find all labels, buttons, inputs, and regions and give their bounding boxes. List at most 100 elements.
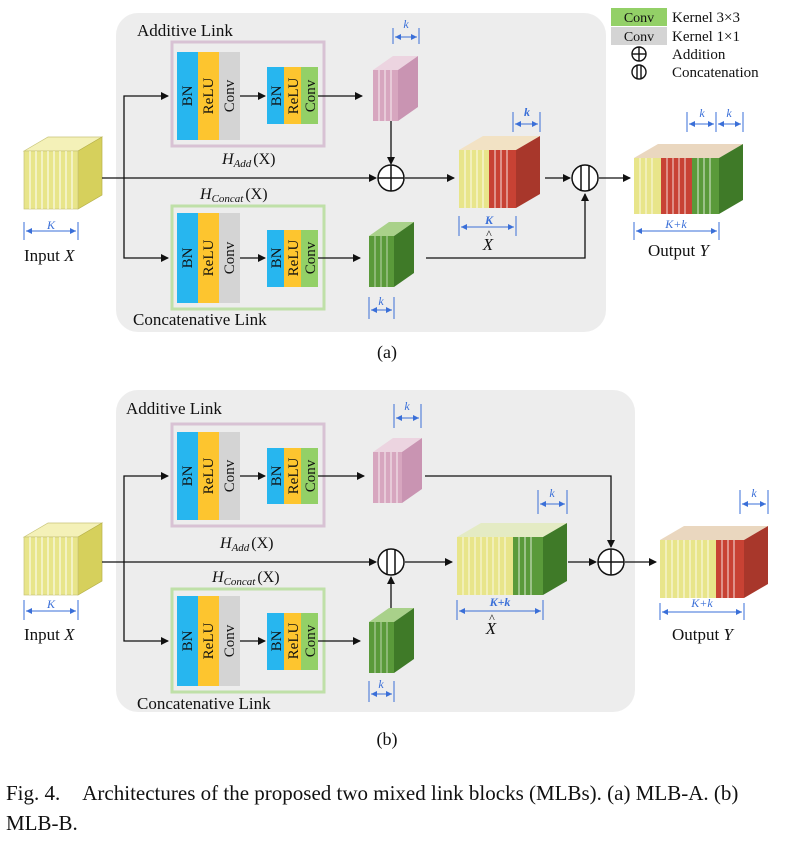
xhat-k-marker-b xyxy=(537,490,568,514)
concat-k-label-b: k xyxy=(378,677,384,691)
additive-link-box-b xyxy=(170,422,326,528)
additive-k-label-a: k xyxy=(403,17,409,31)
svg-text:BN: BN xyxy=(180,247,196,268)
addition-op-a xyxy=(377,164,405,192)
xhat-dim-marker-b xyxy=(456,600,544,620)
svg-text:BN: BN xyxy=(180,85,196,106)
additive-link-box-a xyxy=(170,40,326,148)
xhat-k-label-a: k xyxy=(524,105,530,119)
output-k-markers-a xyxy=(686,112,744,132)
output-k1-label-a: k xyxy=(699,106,705,120)
concatenative-link-label-a: Concatenative Link xyxy=(133,310,267,329)
svg-text:BN: BN xyxy=(180,630,196,651)
output-k-marker-b xyxy=(739,490,769,514)
svg-text:Conv: Conv xyxy=(303,459,319,492)
input-dim-label-b: K xyxy=(46,597,56,611)
input-dim-marker-a xyxy=(23,222,79,240)
panel-label-a: (a) xyxy=(377,342,397,363)
additive-feature-b xyxy=(373,438,422,503)
xhat-tensor-a xyxy=(459,136,540,208)
xhat-hat-a: ^ xyxy=(486,227,492,241)
svg-text:Conv: Conv xyxy=(303,79,319,112)
xhat-label-a: X xyxy=(482,235,494,254)
legend-conv3x3-box-label: Conv xyxy=(624,11,654,26)
legend-addition-label: Addition xyxy=(672,47,726,63)
additive-link-label-b: Additive Link xyxy=(126,399,222,418)
additive-k-marker-a xyxy=(392,28,420,44)
caption-text: Architectures of the proposed two mixed … xyxy=(6,781,739,835)
concat-bn-relu-conv1x1-a: BN ReLU Conv xyxy=(177,213,240,303)
concat-bn-relu-conv3x3-a: BN ReLU Conv xyxy=(267,230,319,287)
svg-text:Conv: Conv xyxy=(222,79,238,112)
svg-text:BN: BN xyxy=(269,247,285,268)
concat-k-label-a: k xyxy=(378,294,384,308)
xhat-label-b: X xyxy=(485,619,497,638)
concat-k-marker-b xyxy=(368,681,395,702)
input-tensor-b xyxy=(22,522,104,596)
concatenation-op-b xyxy=(377,548,405,576)
svg-text:Conv: Conv xyxy=(222,459,238,492)
h-concat-label-a: HConcat(X) xyxy=(199,186,268,205)
input-dim-marker-b xyxy=(23,600,79,620)
xhat-k-label-b: k xyxy=(549,486,555,500)
legend: Conv Kernel 3×3 Conv Kernel 1×1 Addition… xyxy=(611,8,759,81)
legend-conv1x1-swatch xyxy=(611,27,667,45)
svg-text:BN: BN xyxy=(180,465,196,486)
concatenative-link-label-b: Concatenative Link xyxy=(137,694,271,713)
additive-bn-relu-conv3x3-b: BN ReLU Conv xyxy=(267,448,319,504)
svg-text:BN: BN xyxy=(269,465,285,486)
output-dim-marker-b xyxy=(659,603,745,620)
h-concat-label-b: HConcat(X) xyxy=(211,569,280,588)
concatenation-op-a xyxy=(571,164,599,192)
flow-lines-a xyxy=(102,92,631,262)
svg-text:Conv: Conv xyxy=(303,241,319,274)
concat-feature-b xyxy=(369,608,414,673)
additive-bn-relu-conv1x1-a: BN ReLU Conv xyxy=(177,52,240,140)
svg-text:ReLU: ReLU xyxy=(201,458,217,495)
svg-text:Conv: Conv xyxy=(222,241,238,274)
svg-text:ReLU: ReLU xyxy=(201,623,217,660)
output-dim-label-b: K+k xyxy=(690,596,713,610)
figure-caption: Fig. 4.Architectures of the proposed two… xyxy=(6,778,792,838)
input-tensor-a xyxy=(22,136,104,210)
svg-text:Conv: Conv xyxy=(222,624,238,657)
concat-feature-a xyxy=(369,222,414,287)
output-tensor-b xyxy=(660,526,768,598)
h-add-label-a: HAdd(X) xyxy=(221,151,276,170)
flow-lines-b xyxy=(102,472,657,645)
svg-text:BN: BN xyxy=(269,630,285,651)
xhat-hat-b: ^ xyxy=(489,611,495,625)
output-k-label-b: k xyxy=(751,486,757,500)
mlb-diagram: Conv Kernel 3×3 Conv Kernel 1×1 Addition… xyxy=(22,8,769,750)
legend-concatenation-icon xyxy=(631,64,647,80)
input-label-a: Input X xyxy=(24,246,75,265)
svg-text:ReLU: ReLU xyxy=(201,78,217,115)
h-add-label-b: HAdd(X) xyxy=(219,535,274,554)
xhat-tensor-b xyxy=(457,523,567,595)
legend-concatenation-label: Concatenation xyxy=(672,65,759,81)
legend-conv1x1-label: Kernel 1×1 xyxy=(672,29,740,45)
xhat-dim-marker-a xyxy=(458,216,517,236)
concat-k-marker-a xyxy=(368,297,395,319)
caption-number: Fig. 4. xyxy=(6,781,61,805)
output-tensor-a xyxy=(634,144,743,214)
additive-feature-a xyxy=(373,56,418,121)
concat-bn-relu-conv1x1-b: BN ReLU Conv xyxy=(177,596,240,686)
concat-bn-relu-conv3x3-b: BN ReLU Conv xyxy=(267,613,319,670)
svg-text:BN: BN xyxy=(269,85,285,106)
diagram-a: Additive Link BN ReLU Conv BN ReLU Conv … xyxy=(22,13,744,363)
xhat-dim-label-b: K+k xyxy=(489,595,511,609)
svg-text:ReLU: ReLU xyxy=(201,240,217,277)
svg-text:ReLU: ReLU xyxy=(286,78,302,115)
input-label-b: Input X xyxy=(24,625,75,644)
panel-label-b: (b) xyxy=(377,729,398,750)
svg-text:ReLU: ReLU xyxy=(286,240,302,277)
svg-text:ReLU: ReLU xyxy=(286,623,302,660)
panel-b xyxy=(116,390,635,712)
legend-conv3x3-swatch xyxy=(611,8,667,26)
legend-addition-icon xyxy=(631,46,647,62)
legend-conv3x3-label: Kernel 3×3 xyxy=(672,10,740,26)
additive-k-marker-b xyxy=(393,404,422,428)
xhat-dim-label-a: K xyxy=(484,213,494,227)
output-dim-marker-a xyxy=(633,222,720,240)
